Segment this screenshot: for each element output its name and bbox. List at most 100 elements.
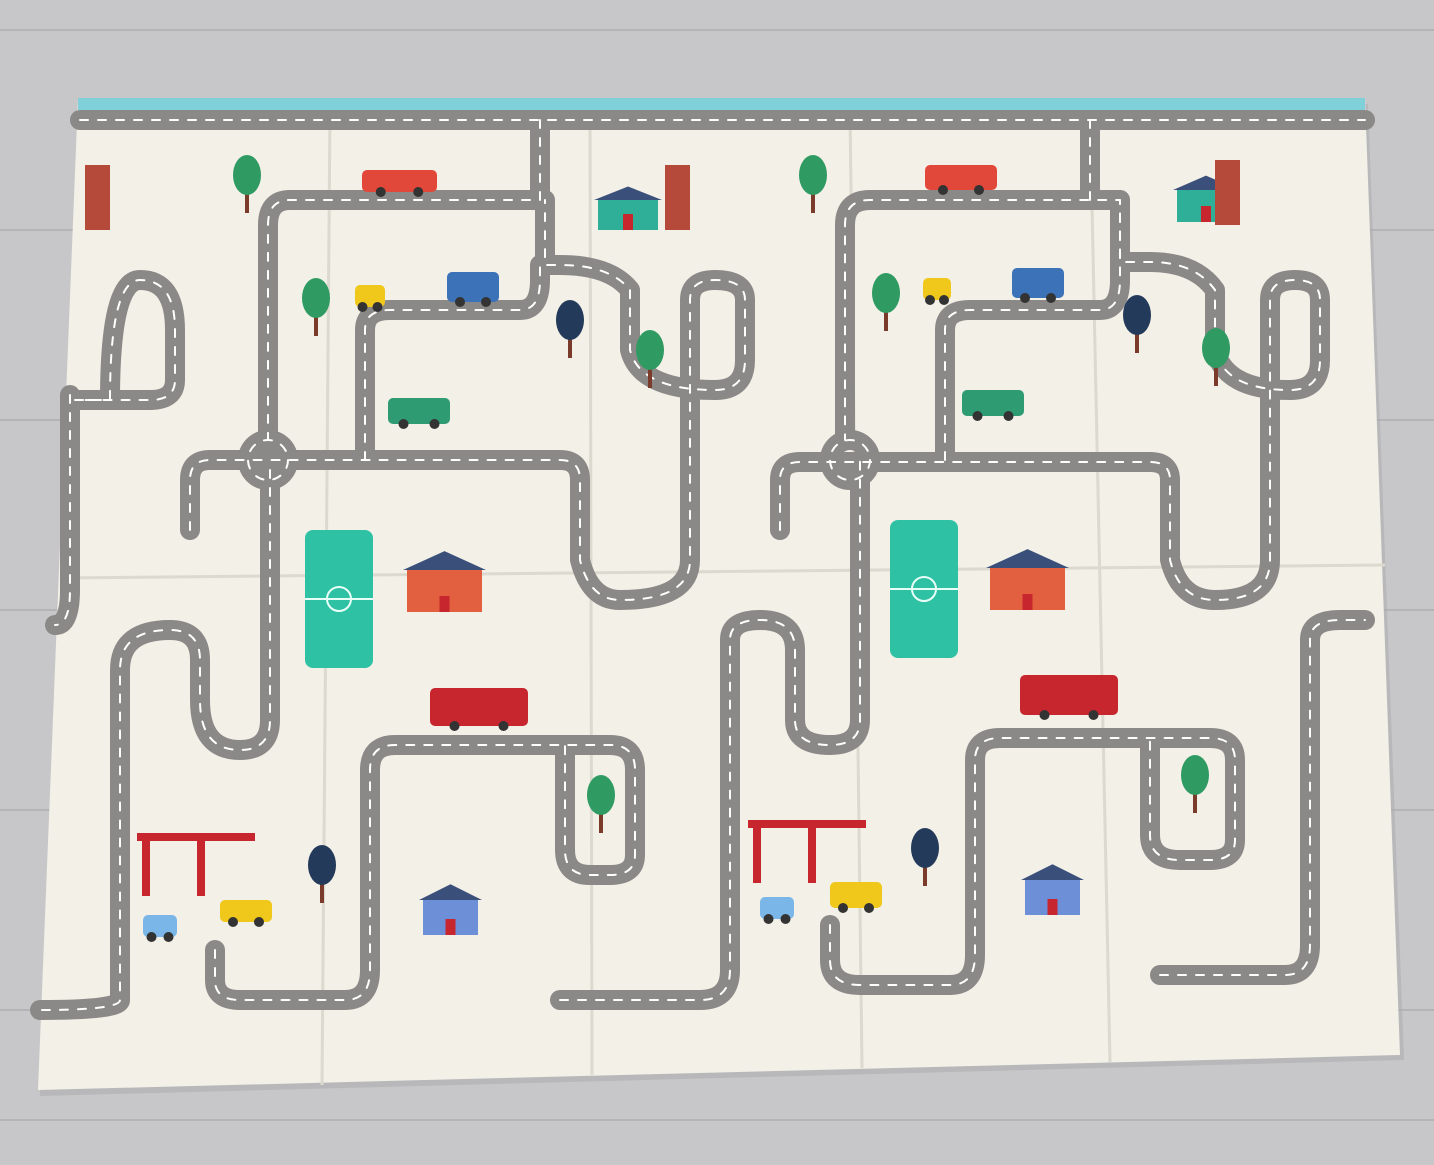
double-decker-bus-body xyxy=(430,688,528,726)
tanker-truck-body xyxy=(220,900,272,922)
wheel xyxy=(1039,710,1050,720)
house-roof xyxy=(986,549,1069,568)
tower-building xyxy=(665,165,690,230)
house-door xyxy=(623,214,633,230)
double-decker-bus xyxy=(430,688,528,731)
house-roof xyxy=(403,551,486,570)
tower-building xyxy=(1215,160,1240,225)
wheel xyxy=(146,932,157,942)
delivery-truck xyxy=(962,390,1024,421)
tree-trunk xyxy=(320,877,324,903)
wheel xyxy=(939,295,949,305)
wheel xyxy=(1046,293,1056,303)
tanker-truck-body xyxy=(830,882,882,908)
wheel xyxy=(1003,411,1014,421)
tree-canopy xyxy=(1181,755,1209,795)
tree xyxy=(308,845,336,903)
road-center-dashes xyxy=(829,737,1236,986)
pickup-truck xyxy=(362,170,437,197)
road-center-dashes xyxy=(189,199,746,601)
tree xyxy=(1123,295,1151,353)
tree-trunk xyxy=(1214,360,1218,386)
house-roof xyxy=(1021,864,1084,880)
van xyxy=(447,272,499,307)
wheel xyxy=(254,917,264,927)
tree-trunk xyxy=(923,860,927,886)
vehicles xyxy=(143,165,1118,942)
tree-trunk xyxy=(884,305,888,331)
delivery-truck-body xyxy=(962,390,1024,416)
tree-canopy xyxy=(872,273,900,313)
road-center-dashes xyxy=(779,199,1321,601)
double-decker-bus xyxy=(1020,675,1118,720)
house-roof xyxy=(594,186,662,200)
road-center-dashes xyxy=(829,439,871,481)
house xyxy=(403,551,486,612)
tree xyxy=(587,775,615,833)
tree-trunk xyxy=(811,187,815,213)
tanker-truck xyxy=(830,882,882,913)
house xyxy=(419,884,482,935)
wheel xyxy=(864,903,874,913)
tree-canopy xyxy=(556,300,584,340)
wheel xyxy=(498,721,509,731)
tree-trunk xyxy=(599,807,603,833)
tree-trunk xyxy=(314,310,318,336)
wheel xyxy=(481,297,491,307)
road-center-dashes xyxy=(247,439,289,481)
wheel xyxy=(413,187,424,197)
tree-canopy xyxy=(1202,328,1230,368)
tree-canopy xyxy=(302,278,330,318)
wheel xyxy=(429,419,440,429)
road-center-dashes xyxy=(74,279,176,401)
gas-station-canopy xyxy=(748,820,866,828)
wheel xyxy=(780,914,791,924)
wheel xyxy=(228,917,238,927)
road-center-dashes xyxy=(39,469,271,1011)
van xyxy=(1012,268,1064,303)
van-body xyxy=(447,272,499,302)
roads xyxy=(30,110,1375,1020)
small-van-body xyxy=(143,915,177,937)
tree xyxy=(911,828,939,886)
house xyxy=(986,549,1069,610)
soccer-field xyxy=(305,530,373,668)
wheel xyxy=(938,185,948,195)
tree-trunk xyxy=(568,332,572,358)
wheel xyxy=(449,721,460,731)
double-decker-bus-body xyxy=(1020,675,1118,715)
gas-station-pillar xyxy=(197,841,205,896)
trees xyxy=(233,155,1230,903)
gas-station xyxy=(748,820,866,883)
tanker-truck xyxy=(220,900,272,927)
small-van-body xyxy=(760,897,794,919)
wheel xyxy=(972,411,983,421)
van-body xyxy=(1012,268,1064,298)
tree-trunk xyxy=(648,362,652,388)
small-car xyxy=(923,278,951,305)
wheel xyxy=(455,297,465,307)
tree-canopy xyxy=(308,845,336,885)
tree xyxy=(302,278,330,336)
wheel xyxy=(1088,710,1099,720)
delivery-truck-body xyxy=(388,398,450,424)
wheel xyxy=(763,914,774,924)
tree xyxy=(799,155,827,213)
small-van xyxy=(143,915,177,942)
tree-canopy xyxy=(911,828,939,868)
gas-station-pillar xyxy=(142,841,150,896)
house-roof xyxy=(419,884,482,900)
road-center-dashes xyxy=(214,744,636,1001)
house xyxy=(594,186,662,230)
delivery-truck xyxy=(388,398,450,429)
wheel xyxy=(838,903,848,913)
tree xyxy=(556,300,584,358)
house-door xyxy=(445,919,456,935)
tree xyxy=(1202,328,1230,386)
wheel xyxy=(357,302,368,312)
wheel xyxy=(375,187,386,197)
house-door xyxy=(439,596,450,612)
tree-trunk xyxy=(1135,327,1139,353)
tree xyxy=(872,273,900,331)
